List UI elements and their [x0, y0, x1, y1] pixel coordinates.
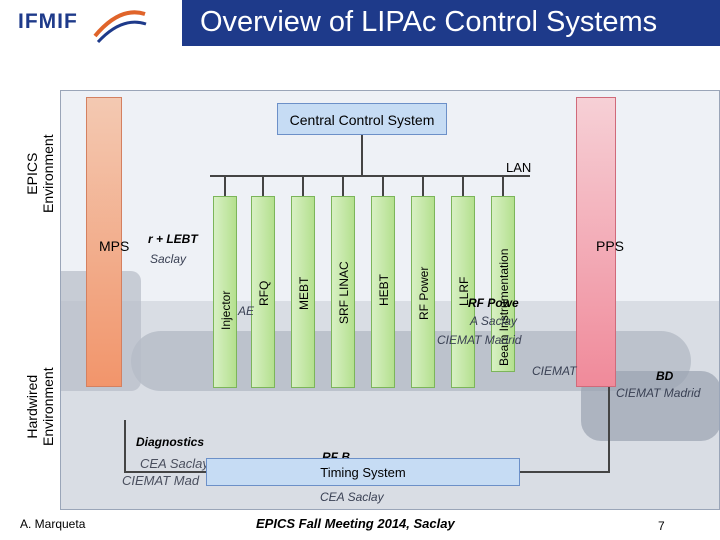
mebt-ciemat-note: CIEMAT	[532, 364, 577, 378]
rf-power-label: RF Power	[417, 266, 431, 320]
beam-instrumentation-bar	[491, 196, 515, 372]
lan-bus-line	[210, 175, 530, 177]
ciemat-madrid-bd-note: CIEMAT Madrid	[616, 386, 701, 400]
timing-system-box	[206, 458, 520, 486]
injector-bar	[213, 196, 237, 388]
central-control-system-box	[277, 103, 447, 135]
lan-drop-6	[422, 175, 424, 196]
logo-swoosh-icon	[93, 10, 147, 44]
injector-label: Injector	[219, 290, 233, 330]
pps-column	[576, 97, 616, 387]
timing-bus-horizontal	[124, 471, 206, 473]
diagnostics-ciemat-note: CIEMAT Mad	[122, 473, 200, 488]
mps-label: MPS	[99, 238, 130, 254]
ifmif-logo: IFMIF	[12, 4, 162, 48]
lan-label: LAN	[506, 160, 532, 175]
hardwired-environment-label: Hardwired Environment	[24, 367, 56, 446]
diagnostics-cea-note: CEA Saclay	[140, 456, 209, 471]
mps-column	[86, 97, 122, 387]
ccs-to-lan-line	[361, 135, 363, 175]
header-bar	[182, 0, 720, 46]
timing-bus-line	[124, 420, 126, 472]
logo-text: IFMIF	[18, 10, 78, 33]
rfq-bar	[251, 196, 275, 388]
mebt-label: MEBT	[297, 276, 311, 310]
lan-drop-3	[302, 175, 304, 196]
page-title: Overview of LIPAc Control Systems	[200, 6, 658, 38]
page-number: 7	[658, 519, 665, 533]
lan-drop-4	[342, 175, 344, 196]
footer-author: A. Marqueta	[20, 517, 86, 531]
rfq-label: RFQ	[257, 280, 271, 306]
ciemat-madrid-rf-note: CIEMAT Madrid	[437, 333, 522, 347]
central-control-system-label: Central Control System	[289, 112, 435, 128]
lan-drop-2	[262, 175, 264, 196]
lan-drop-1	[224, 175, 226, 196]
cea-saclay-rf-note: A Saclay	[470, 314, 517, 328]
hebt-label: HEBT	[377, 273, 391, 306]
mebt-bar	[291, 196, 315, 388]
rfq-institute-note: AE	[238, 304, 255, 318]
injector-lebt-note: r + LEBT	[148, 232, 198, 246]
rf-power-bar	[411, 196, 435, 388]
hebt-bar	[371, 196, 395, 388]
lan-drop-8	[502, 175, 504, 196]
rf-power-note: RF Powe	[468, 296, 519, 310]
epics-environment-label: EPICS Environment	[24, 134, 56, 213]
diagnostics-note: Diagnostics	[136, 435, 205, 449]
bd-note: BD	[656, 369, 674, 383]
pps-label: PPS	[596, 238, 625, 254]
llrf-bar	[451, 196, 475, 388]
timing-right-vertical	[608, 387, 610, 473]
srf-linac-bar	[331, 196, 355, 388]
lan-drop-7	[462, 175, 464, 196]
srf-linac-label: SRF LINAC	[337, 261, 351, 324]
footer-event: EPICS Fall Meeting 2014, Saclay	[256, 516, 455, 531]
timing-right-line	[520, 471, 610, 473]
cea-saclay-bottom-note: CEA Saclay	[320, 490, 384, 504]
timing-system-label: Timing System	[320, 465, 406, 480]
lan-drop-5	[382, 175, 384, 196]
saclay-note: Saclay	[150, 252, 187, 266]
